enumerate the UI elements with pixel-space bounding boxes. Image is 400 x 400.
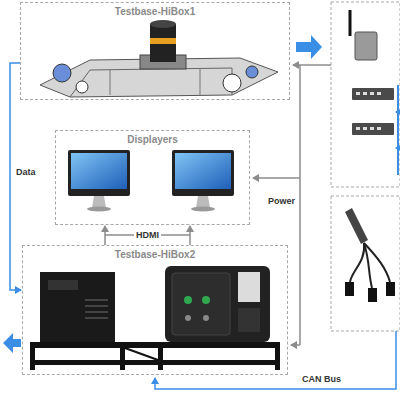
dashed-group-box: Displayers: [55, 130, 250, 225]
dashed-group-box: Testbase-HiBox2: [22, 245, 288, 375]
vehicle-illustration: [40, 20, 278, 97]
hardware-illustration: [30, 266, 280, 370]
group-title: Displayers: [56, 131, 249, 145]
group-title: Testbase-HiBox1: [21, 3, 289, 17]
connector: [105, 226, 190, 245]
monitor-illustration: [68, 150, 234, 212]
adapter-panel: [331, 196, 400, 331]
wire-label: CAN Bus: [300, 374, 343, 385]
data-arrow: [296, 35, 322, 59]
data-arrow: [3, 333, 21, 353]
edge-label: HDMI: [134, 230, 161, 241]
group-title: Testbase-HiBox2: [23, 246, 287, 260]
network-panel: [331, 2, 400, 187]
dashed-group-box: Testbase-HiBox1: [20, 2, 290, 100]
can-bus-wire: [155, 331, 396, 389]
edge-label: Data: [14, 167, 38, 178]
power-wire: [253, 65, 331, 345]
wire-label: Power: [266, 196, 297, 207]
